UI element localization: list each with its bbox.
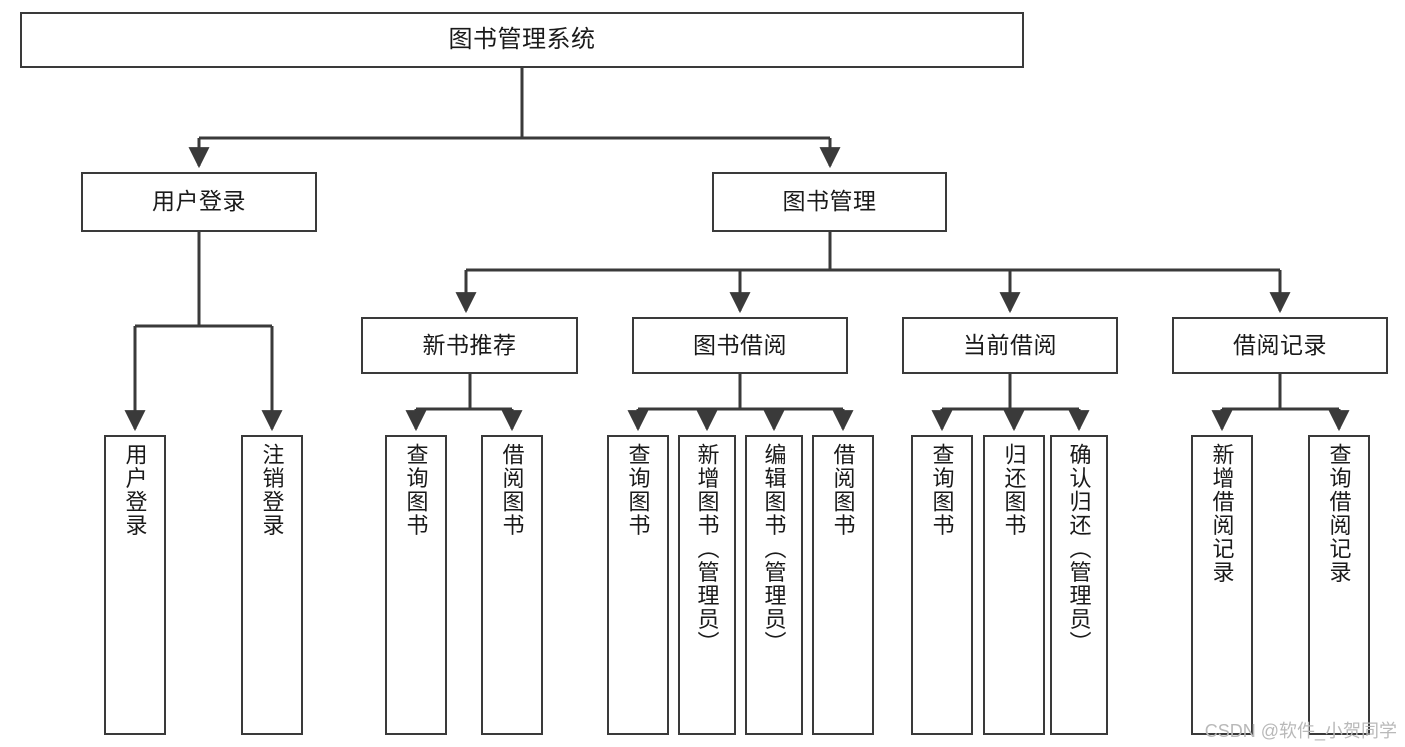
leaf-confirm-return-admin[interactable]: 确认归还（管理员）: [1050, 435, 1108, 735]
node-book-borrow-label: 图书借阅: [693, 331, 787, 358]
leaf-return-book-label: 归还图书: [1001, 443, 1027, 537]
leaf-add-book-admin-label: 新增图书（管理员）: [694, 443, 720, 655]
leaf-add-book-admin[interactable]: 新增图书（管理员）: [678, 435, 736, 735]
leaf-add-borrow-record[interactable]: 新增借阅记录: [1191, 435, 1253, 735]
leaf-logout[interactable]: 注销登录: [241, 435, 303, 735]
leaf-edit-book-admin[interactable]: 编辑图书（管理员）: [745, 435, 803, 735]
leaf-query-book-borrow[interactable]: 查询图书: [607, 435, 669, 735]
leaf-user-login-label: 用户登录: [122, 443, 148, 537]
node-book-management[interactable]: 图书管理: [712, 172, 947, 232]
node-current-borrow[interactable]: 当前借阅: [902, 317, 1118, 374]
leaf-query-book-current[interactable]: 查询图书: [911, 435, 973, 735]
node-current-borrow-label: 当前借阅: [963, 331, 1057, 358]
node-new-book-recommend-label: 新书推荐: [422, 331, 517, 358]
leaf-query-borrow-record-label: 查询借阅记录: [1326, 443, 1352, 584]
leaf-confirm-return-admin-label: 确认归还（管理员）: [1066, 443, 1092, 655]
leaf-query-book-borrow-label: 查询图书: [625, 443, 651, 537]
leaf-add-borrow-record-label: 新增借阅记录: [1209, 443, 1235, 584]
node-borrow-record-label: 借阅记录: [1233, 331, 1327, 358]
leaf-query-borrow-record[interactable]: 查询借阅记录: [1308, 435, 1370, 735]
leaf-query-book-recommend-label: 查询图书: [403, 443, 429, 537]
leaf-query-book-current-label: 查询图书: [929, 443, 955, 537]
leaf-query-book-recommend[interactable]: 查询图书: [385, 435, 447, 735]
node-book-borrow[interactable]: 图书借阅: [632, 317, 848, 374]
leaf-edit-book-admin-label: 编辑图书（管理员）: [761, 443, 787, 655]
node-new-book-recommend[interactable]: 新书推荐: [361, 317, 578, 374]
leaf-borrow-book-recommend-label: 借阅图书: [499, 443, 525, 537]
node-borrow-record[interactable]: 借阅记录: [1172, 317, 1388, 374]
node-book-management-label: 图书管理: [782, 188, 877, 215]
leaf-return-book[interactable]: 归还图书: [983, 435, 1045, 735]
node-user-login[interactable]: 用户登录: [81, 172, 317, 232]
leaf-user-login[interactable]: 用户登录: [104, 435, 166, 735]
leaf-borrow-book-label: 借阅图书: [830, 443, 856, 537]
node-root[interactable]: 图书管理系统: [20, 12, 1024, 68]
node-root-label: 图书管理系统: [448, 25, 596, 53]
leaf-borrow-book-recommend[interactable]: 借阅图书: [481, 435, 543, 735]
leaf-logout-label: 注销登录: [259, 443, 285, 537]
leaf-borrow-book[interactable]: 借阅图书: [812, 435, 874, 735]
node-user-login-label: 用户登录: [152, 188, 246, 215]
